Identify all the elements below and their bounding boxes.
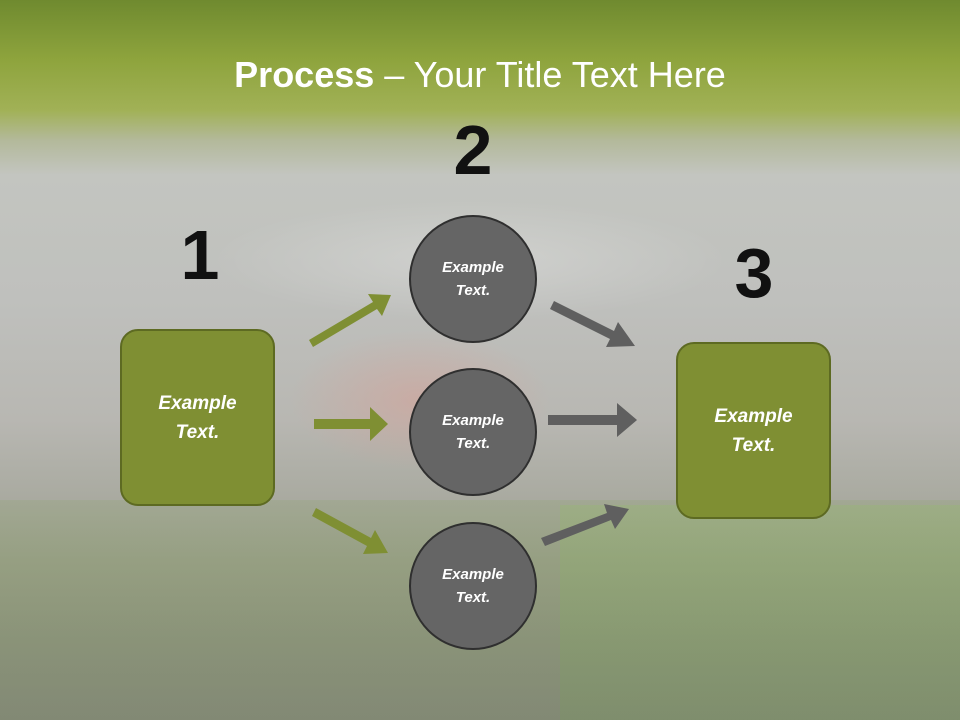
title-bold-part: Process bbox=[234, 54, 375, 95]
process-circle-middle: Example Text. bbox=[409, 368, 537, 496]
circle-top-line2: Text. bbox=[455, 282, 491, 299]
circle-middle-line1: Example bbox=[442, 412, 504, 429]
process-box-right: Example Text. bbox=[676, 342, 831, 519]
arrow-top-to-right bbox=[550, 301, 635, 347]
arrow-bottom-to-right bbox=[541, 504, 629, 546]
process-circle-bottom: Example Text. bbox=[409, 522, 537, 650]
circle-bottom-line2: Text. bbox=[455, 589, 491, 606]
process-circle-top: Example Text. bbox=[409, 215, 537, 343]
step-number-2: 2 bbox=[453, 111, 493, 189]
arrow-left-to-bottom bbox=[312, 508, 388, 554]
background-grass bbox=[560, 505, 960, 720]
page-title: Process – Your Title Text Here bbox=[0, 40, 960, 110]
arrow-left-to-middle bbox=[314, 407, 388, 441]
process-box-left: Example Text. bbox=[120, 329, 275, 506]
circle-top-line1: Example bbox=[442, 259, 504, 276]
right-box-line1: Example bbox=[714, 405, 793, 427]
left-box-line1: Example bbox=[158, 392, 237, 414]
circle-middle-line2: Text. bbox=[455, 435, 491, 452]
circle-bottom-line1: Example bbox=[442, 566, 504, 583]
left-box-line2: Text. bbox=[175, 421, 220, 443]
step-number-3: 3 bbox=[734, 234, 774, 312]
step-number-1: 1 bbox=[180, 216, 220, 294]
title-rest-part: – Your Title Text Here bbox=[374, 54, 726, 95]
right-box-line2: Text. bbox=[731, 434, 776, 456]
arrow-middle-to-right bbox=[548, 403, 637, 437]
arrow-left-to-top bbox=[309, 294, 391, 347]
